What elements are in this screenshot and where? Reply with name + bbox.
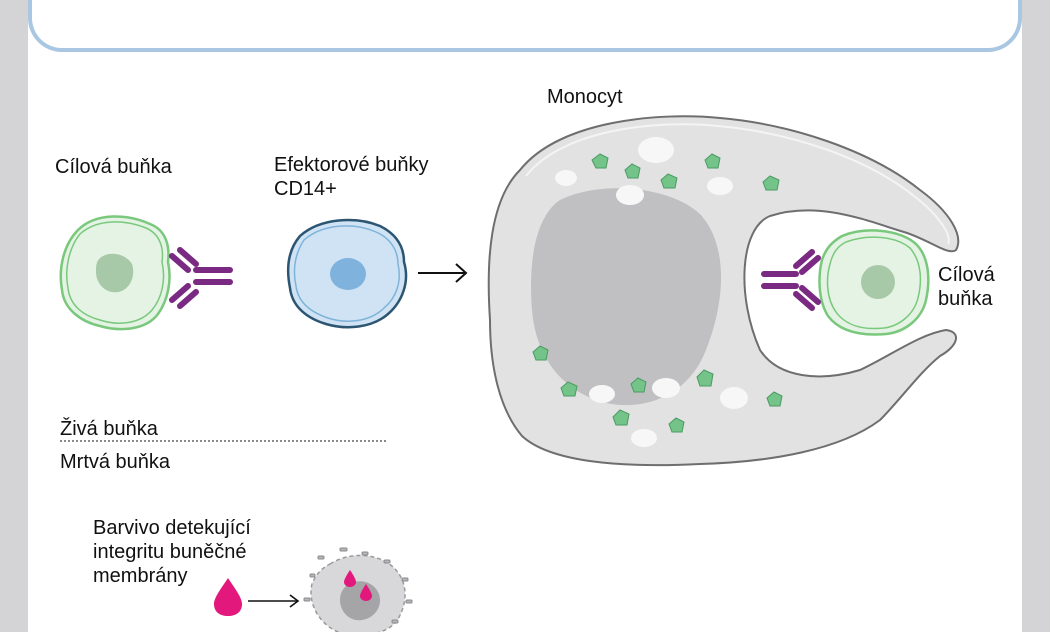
dead-cell bbox=[303, 547, 413, 632]
dye-drop-icon bbox=[214, 578, 242, 616]
label-live-cell: Živá buňka bbox=[60, 418, 158, 440]
label-dead-cell: Mrtvá buňka bbox=[60, 451, 171, 473]
vesicles bbox=[555, 137, 748, 447]
label-effector-cells: Efektorové buňky CD14+ bbox=[274, 154, 429, 200]
target-cell-left bbox=[59, 215, 171, 331]
antibody-right bbox=[761, 249, 821, 311]
granules bbox=[532, 153, 783, 433]
antibody-left bbox=[169, 247, 233, 309]
arrow-right-icon bbox=[418, 263, 468, 283]
effector-cell bbox=[286, 218, 408, 329]
monocyte bbox=[487, 115, 960, 467]
label-target-cell-right: Cílová buňka bbox=[938, 264, 995, 310]
header-box bbox=[28, 0, 1022, 52]
label-target-cell-left: Cílová buňka bbox=[55, 156, 172, 178]
label-dye: Barvivo detekující integritu buněčné mem… bbox=[93, 517, 251, 587]
target-cell-right bbox=[818, 229, 930, 336]
arrow-right-icon bbox=[248, 594, 300, 608]
label-monocyte: Monocyt bbox=[547, 86, 623, 108]
live-dead-divider bbox=[60, 440, 386, 442]
